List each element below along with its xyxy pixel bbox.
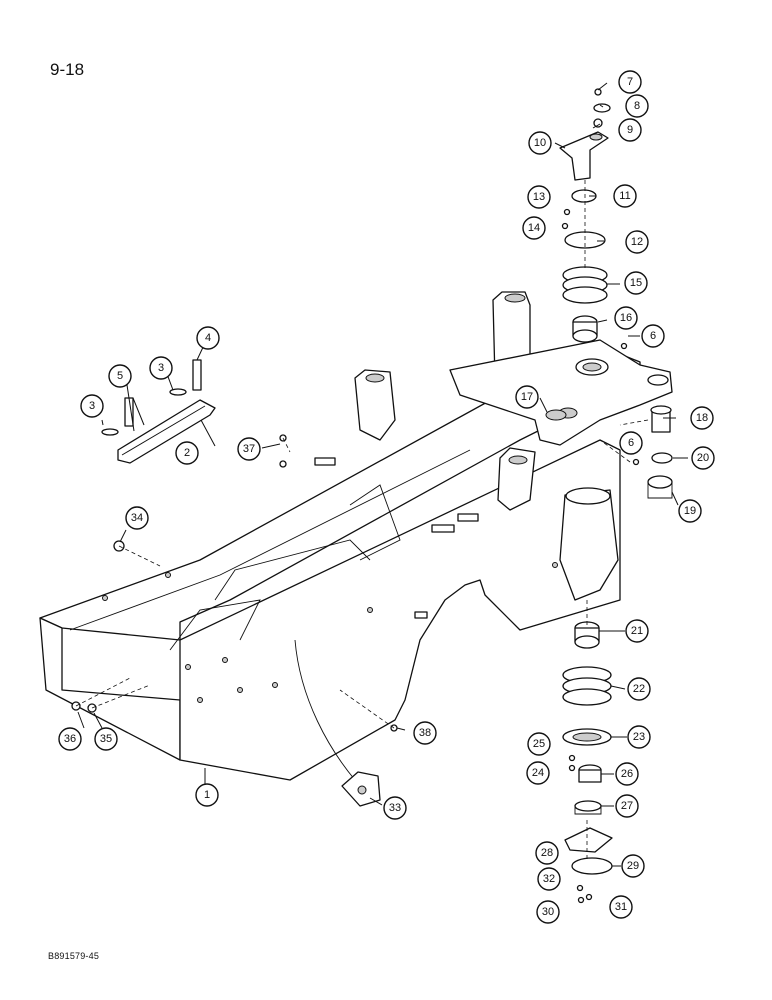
callout-37: 37 <box>237 437 261 461</box>
svg-text:37: 37 <box>243 443 255 455</box>
svg-text:34: 34 <box>131 512 143 524</box>
svg-text:5: 5 <box>117 370 123 382</box>
clip-3a <box>101 428 119 436</box>
svg-text:38: 38 <box>419 727 431 739</box>
callout-28: 28 <box>535 841 559 865</box>
callout-5: 5 <box>108 364 132 388</box>
svg-text:2: 2 <box>184 447 190 459</box>
callout-3b: 3 <box>149 356 173 380</box>
svg-text:6: 6 <box>628 437 634 449</box>
callout-11: 11 <box>613 184 637 208</box>
svg-text:23: 23 <box>633 731 645 743</box>
callout-19: 19 <box>678 499 702 523</box>
svg-text:36: 36 <box>64 733 76 745</box>
pivot-stack-lower <box>562 621 613 904</box>
callout-38: 38 <box>413 721 437 745</box>
pin-4 <box>192 359 202 391</box>
svg-text:31: 31 <box>615 901 627 913</box>
svg-text:12: 12 <box>631 236 643 248</box>
svg-text:16: 16 <box>620 312 632 324</box>
svg-text:26: 26 <box>621 768 633 780</box>
svg-text:22: 22 <box>633 683 645 695</box>
callout-6a: 6 <box>641 324 665 348</box>
svg-text:30: 30 <box>542 906 554 918</box>
clip-3b <box>169 388 187 396</box>
side-parts-right <box>632 405 673 499</box>
callout-34: 34 <box>125 506 149 530</box>
callout-16: 16 <box>614 306 638 330</box>
callout-12: 12 <box>625 230 649 254</box>
svg-text:8: 8 <box>634 100 640 112</box>
callout-4: 4 <box>196 326 220 350</box>
callout-23: 23 <box>627 725 651 749</box>
svg-text:29: 29 <box>627 860 639 872</box>
svg-text:24: 24 <box>532 767 544 779</box>
svg-text:21: 21 <box>631 625 643 637</box>
svg-text:11: 11 <box>619 190 630 202</box>
callout-18: 18 <box>690 406 714 430</box>
svg-text:15: 15 <box>630 277 642 289</box>
leader-lines <box>75 82 688 867</box>
figure-code: B891579-45 <box>48 951 100 961</box>
callout-6b: 6 <box>619 431 643 455</box>
callout-10: 10 <box>528 131 552 155</box>
callout-2: 2 <box>175 441 199 465</box>
callout-26: 26 <box>615 762 639 786</box>
pivot-stack-upper <box>545 88 628 421</box>
pin-5 <box>124 397 134 427</box>
svg-text:25: 25 <box>533 738 545 750</box>
callout-20: 20 <box>691 446 715 470</box>
callout-32: 32 <box>537 867 561 891</box>
callout-3a: 3 <box>80 394 104 418</box>
misc-fasteners <box>71 434 398 807</box>
svg-text:17: 17 <box>521 391 533 403</box>
callout-13: 13 <box>527 185 551 209</box>
svg-text:19: 19 <box>684 505 696 517</box>
svg-text:20: 20 <box>697 452 709 464</box>
callout-22: 22 <box>627 677 651 701</box>
callout-36: 36 <box>58 727 82 751</box>
callout-17: 17 <box>515 385 539 409</box>
callout-25: 25 <box>527 732 551 756</box>
callout-29: 29 <box>621 854 645 878</box>
callout-30: 30 <box>536 900 560 924</box>
callout-1: 1 <box>195 783 219 807</box>
svg-text:9: 9 <box>627 124 633 136</box>
svg-text:3: 3 <box>158 362 164 374</box>
svg-text:27: 27 <box>621 800 633 812</box>
callout-9: 9 <box>618 118 642 142</box>
svg-text:14: 14 <box>528 222 540 234</box>
page-number: 9-18 <box>50 60 85 79</box>
callout-21: 21 <box>625 619 649 643</box>
svg-text:1: 1 <box>204 789 210 801</box>
svg-text:4: 4 <box>205 332 211 344</box>
svg-text:33: 33 <box>389 802 401 814</box>
callout-24: 24 <box>526 761 550 785</box>
svg-text:7: 7 <box>627 76 633 88</box>
svg-text:28: 28 <box>541 847 553 859</box>
svg-text:3: 3 <box>89 400 95 412</box>
callout-35: 35 <box>94 727 118 751</box>
svg-text:35: 35 <box>100 733 112 745</box>
callout-33: 33 <box>383 796 407 820</box>
callout-7: 7 <box>618 70 642 94</box>
svg-text:32: 32 <box>543 873 555 885</box>
callout-8: 8 <box>625 94 649 118</box>
callout-14: 14 <box>522 216 546 240</box>
svg-text:10: 10 <box>534 137 546 149</box>
svg-text:6: 6 <box>650 330 656 342</box>
main-frame <box>39 291 673 781</box>
callout-15: 15 <box>624 271 648 295</box>
svg-text:13: 13 <box>533 191 545 203</box>
callout-27: 27 <box>615 794 639 818</box>
callout-31: 31 <box>609 895 633 919</box>
svg-text:18: 18 <box>696 412 708 424</box>
